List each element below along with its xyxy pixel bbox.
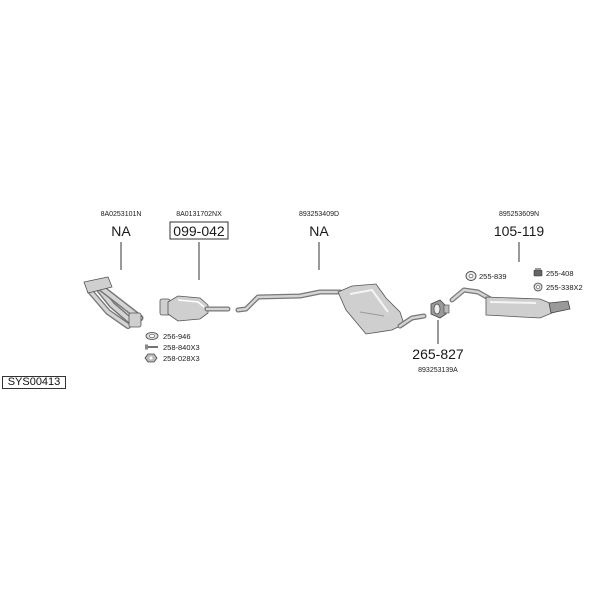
- rear-silencer: [485, 296, 571, 319]
- label-hanger: 255-338X2: [546, 283, 583, 292]
- rubber-ring-icon: [465, 271, 477, 281]
- callout-catalyst-box: [169, 221, 229, 240]
- mount-icon: [533, 268, 543, 277]
- label-nut: 258-028X3: [163, 354, 200, 363]
- callout-clamp: 265-827: [412, 346, 464, 362]
- centre-pipe: [235, 289, 343, 313]
- front-down-pipe: [83, 276, 144, 329]
- nut-icon: [144, 353, 158, 363]
- oem-rear: 895253609N: [499, 211, 539, 218]
- oem-clamp: 893253139A: [418, 367, 458, 374]
- bolt-icon: [145, 344, 158, 350]
- oem-catalyst: 8A0131702NX: [176, 211, 222, 218]
- callout-rear: 105-119: [494, 223, 545, 239]
- callout-catalyst: 099-042: [173, 223, 225, 239]
- clamp-icon: [430, 299, 450, 319]
- rear-pipe: [449, 287, 495, 303]
- label-rubber-ring: 255-839: [479, 272, 507, 281]
- callout-downpipe: NA: [111, 223, 131, 239]
- label-gasket: 256-946: [163, 332, 191, 341]
- label-bolt: 258-840X3: [163, 343, 200, 352]
- label-mount: 255-408: [546, 269, 574, 278]
- oem-centre: 893253409D: [299, 211, 339, 218]
- catalytic-converter: [159, 295, 231, 322]
- oem-downpipe: 8A0253101N: [101, 211, 142, 218]
- hanger-icon: [533, 282, 543, 292]
- callout-centre: NA: [309, 223, 329, 239]
- system-reference: SYS00413: [2, 376, 66, 389]
- centre-silencer: [337, 283, 427, 335]
- gasket-icon: [145, 332, 159, 340]
